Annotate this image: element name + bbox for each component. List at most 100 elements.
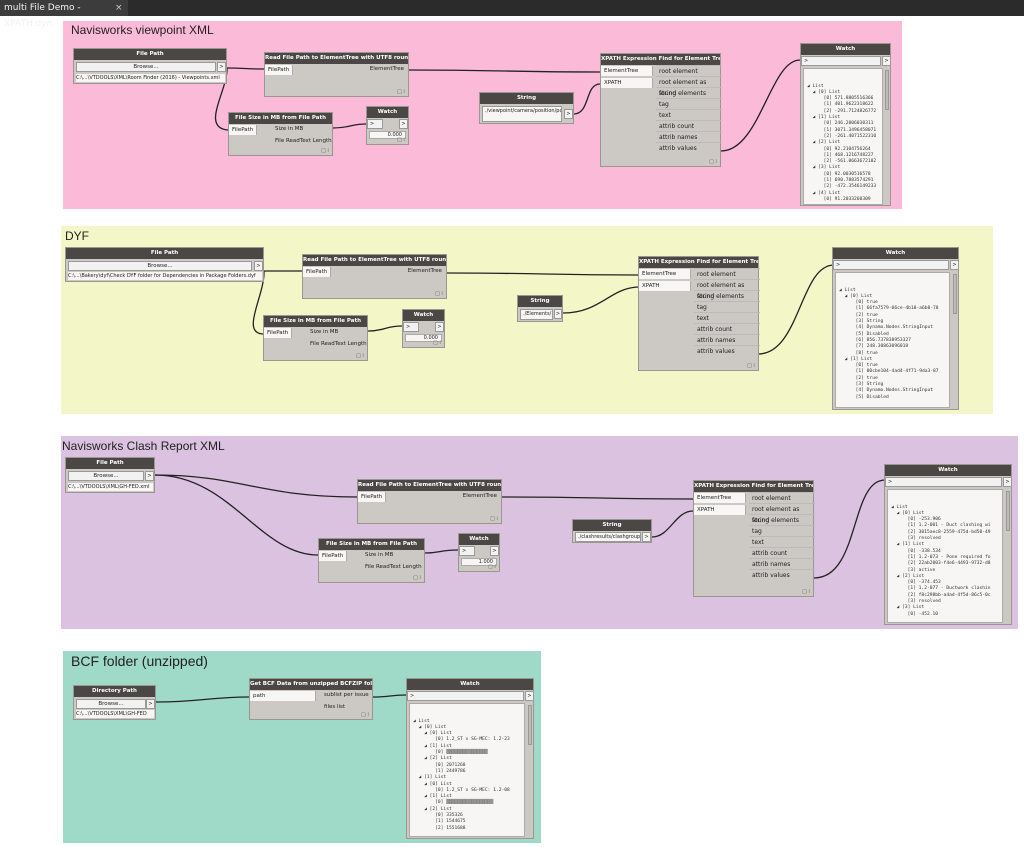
- get-bcf-data-node[interactable]: Get BCF Data from unzipped BCFZIP folder…: [249, 678, 373, 720]
- output-port-readtext[interactable]: File ReadText Length: [275, 137, 332, 144]
- output-port-attrib-values[interactable]: attrib values: [694, 345, 760, 356]
- output-port-arrow[interactable]: >: [490, 546, 499, 556]
- output-port-tag[interactable]: tag: [656, 98, 722, 109]
- document-tab[interactable]: multi File Demo - XPATH.dyn ×: [0, 0, 128, 29]
- input-port-filepath[interactable]: FilePath: [358, 492, 387, 502]
- output-port-found-elements[interactable]: found elements: [656, 87, 722, 98]
- watch-results-node[interactable]: Watch > > ◢ List ◢ [0] List [0] 571.8805…: [800, 43, 891, 206]
- output-port-attrib-names[interactable]: attrib names: [694, 334, 760, 345]
- string-node[interactable]: String ./clashresults/clashgroup >: [572, 519, 652, 543]
- close-tab-icon[interactable]: ×: [115, 3, 123, 13]
- output-port-root-element-string[interactable]: root element as string: [656, 76, 722, 97]
- output-port-attrib-values[interactable]: attrib values: [656, 142, 722, 153]
- output-port-text[interactable]: text: [656, 109, 722, 120]
- output-port-arrow[interactable]: >: [564, 109, 573, 119]
- watch-results-node[interactable]: Watch > > ◢ List ◢ [0] List [0] true [1]…: [832, 247, 959, 410]
- watch-size-node[interactable]: Watch > > 0.000 □ ⁞: [366, 106, 409, 145]
- output-port-readtext[interactable]: File ReadText Length: [365, 563, 422, 570]
- browse-button[interactable]: Browse...: [68, 261, 252, 271]
- output-port-arrow[interactable]: >: [399, 119, 408, 129]
- output-port-arrow[interactable]: >: [254, 261, 263, 271]
- output-port-arrow[interactable]: >: [950, 260, 959, 270]
- input-port-xpath[interactable]: XPATH: [639, 280, 691, 291]
- string-node[interactable]: String ./Elements/ >: [517, 295, 563, 322]
- browse-button[interactable]: Browse...: [76, 699, 146, 709]
- output-port-arrow[interactable]: >: [145, 471, 154, 481]
- output-port-arrow[interactable]: >: [217, 62, 226, 72]
- group-clash-report[interactable]: Navisworks Clash Report XML: [61, 436, 1018, 629]
- input-port-filepath[interactable]: FilePath: [229, 125, 258, 135]
- watch-scrollbar[interactable]: [885, 70, 889, 110]
- watch-size-node[interactable]: Watch > > 1.000 □ ⁞: [458, 533, 500, 572]
- output-port-attrib-names[interactable]: attrib names: [749, 558, 815, 569]
- output-port-found-elements[interactable]: found elements: [749, 514, 815, 525]
- output-port-size[interactable]: Size in MB: [365, 552, 394, 558]
- directory-path-node[interactable]: Directory Path Browse... > C:\...\VTDOOL…: [73, 685, 156, 720]
- read-elementtree-node[interactable]: Read File Path to ElementTree with UTF8 …: [302, 254, 447, 299]
- input-port-path[interactable]: path: [250, 691, 316, 701]
- watch-scrollbar[interactable]: [528, 705, 532, 745]
- output-port-arrow[interactable]: >: [642, 532, 651, 542]
- output-port-tag[interactable]: tag: [694, 301, 760, 312]
- output-port-text[interactable]: text: [694, 312, 760, 323]
- browse-button[interactable]: Browse...: [76, 62, 216, 72]
- output-port-elementtree[interactable]: ElementTree: [369, 66, 404, 72]
- output-port-root-element-string[interactable]: root element as string: [694, 279, 760, 300]
- output-port-root-element[interactable]: root element: [656, 65, 722, 76]
- output-port-attrib-count[interactable]: attrib count: [749, 547, 815, 558]
- output-port-arrow[interactable]: >: [554, 309, 562, 319]
- output-port-attrib-count[interactable]: attrib count: [656, 120, 722, 131]
- output-port-tag[interactable]: tag: [749, 525, 815, 536]
- input-port-filepath[interactable]: FilePath: [303, 267, 332, 277]
- output-port-root-element[interactable]: root element: [749, 492, 815, 503]
- input-port-elementtree[interactable]: ElementTree: [601, 66, 653, 76]
- input-port-filepath[interactable]: FilePath: [319, 551, 348, 561]
- xpath-find-node[interactable]: XPATH Expression Find for Element Tree E…: [638, 256, 760, 371]
- read-elementtree-node[interactable]: Read File Path to ElementTree with UTF8 …: [264, 52, 409, 97]
- output-port-arrow[interactable]: >: [882, 56, 891, 66]
- output-port-attrib-names[interactable]: attrib names: [656, 131, 722, 142]
- input-port-filepath[interactable]: FilePath: [265, 65, 294, 75]
- string-value-input[interactable]: ./clashresults/clashgroup: [575, 532, 641, 542]
- input-port-arrow[interactable]: >: [459, 546, 475, 556]
- watch-bcf-node[interactable]: Watch > > ◢ List ◢ [0] List ◢ [0] List […: [406, 678, 534, 839]
- string-node[interactable]: String ./viewpoint/camera/position/pos3f…: [479, 92, 574, 124]
- file-path-node[interactable]: File Path Browse... > C:\...\Bakery\dyf\…: [65, 247, 264, 282]
- input-port-arrow[interactable]: >: [801, 56, 881, 66]
- output-port-size[interactable]: Size in MB: [310, 329, 339, 335]
- output-port-root-element-string[interactable]: root element as string: [749, 503, 815, 524]
- input-port-arrow[interactable]: >: [407, 691, 524, 701]
- output-port-arrow[interactable]: >: [1003, 477, 1012, 487]
- file-path-node[interactable]: File Path Browse... > C:\...\VTDOOLS\XML…: [65, 457, 155, 493]
- watch-scrollbar[interactable]: [953, 274, 957, 314]
- watch-size-node[interactable]: Watch > > 0.000 □ ⁞: [402, 309, 445, 348]
- watch-results-node[interactable]: Watch > > ◢ List ◢ [0] List [0] -253.906…: [884, 464, 1012, 625]
- input-port-elementtree[interactable]: ElementTree: [639, 269, 691, 279]
- output-port-readtext[interactable]: File ReadText Length: [310, 340, 367, 347]
- input-port-arrow[interactable]: >: [367, 119, 383, 129]
- output-port-size[interactable]: Size in MB: [275, 126, 304, 132]
- read-elementtree-node[interactable]: Read File Path to ElementTree with UTF8 …: [357, 479, 502, 524]
- output-port-files-list[interactable]: files list: [324, 703, 346, 710]
- input-port-elementtree[interactable]: ElementTree: [694, 493, 746, 503]
- input-port-xpath[interactable]: XPATH: [694, 504, 746, 515]
- output-port-arrow[interactable]: >: [146, 699, 155, 709]
- output-port-found-elements[interactable]: found elements: [694, 290, 760, 301]
- input-port-arrow[interactable]: >: [833, 260, 949, 270]
- output-port-elementtree[interactable]: ElementTree: [407, 268, 442, 274]
- output-port-arrow[interactable]: >: [525, 691, 534, 701]
- output-port-attrib-values[interactable]: attrib values: [749, 569, 815, 580]
- output-port-arrow[interactable]: >: [435, 322, 444, 332]
- input-port-filepath[interactable]: FilePath: [264, 328, 293, 338]
- output-port-sublist[interactable]: sublist per issue: [324, 692, 369, 698]
- string-value-input[interactable]: ./viewpoint/camera/position/pos3f: [482, 106, 562, 122]
- file-path-node[interactable]: File Path Browse... > C:\...\VTDOOLS\XML…: [73, 48, 227, 84]
- output-port-elementtree[interactable]: ElementTree: [462, 493, 497, 499]
- string-value-input[interactable]: ./Elements/: [520, 309, 553, 320]
- xpath-find-node[interactable]: XPATH Expression Find for Element Tree E…: [600, 53, 722, 167]
- browse-button[interactable]: Browse...: [68, 471, 144, 481]
- output-port-root-element[interactable]: root element: [694, 268, 760, 279]
- input-port-arrow[interactable]: >: [885, 477, 1002, 487]
